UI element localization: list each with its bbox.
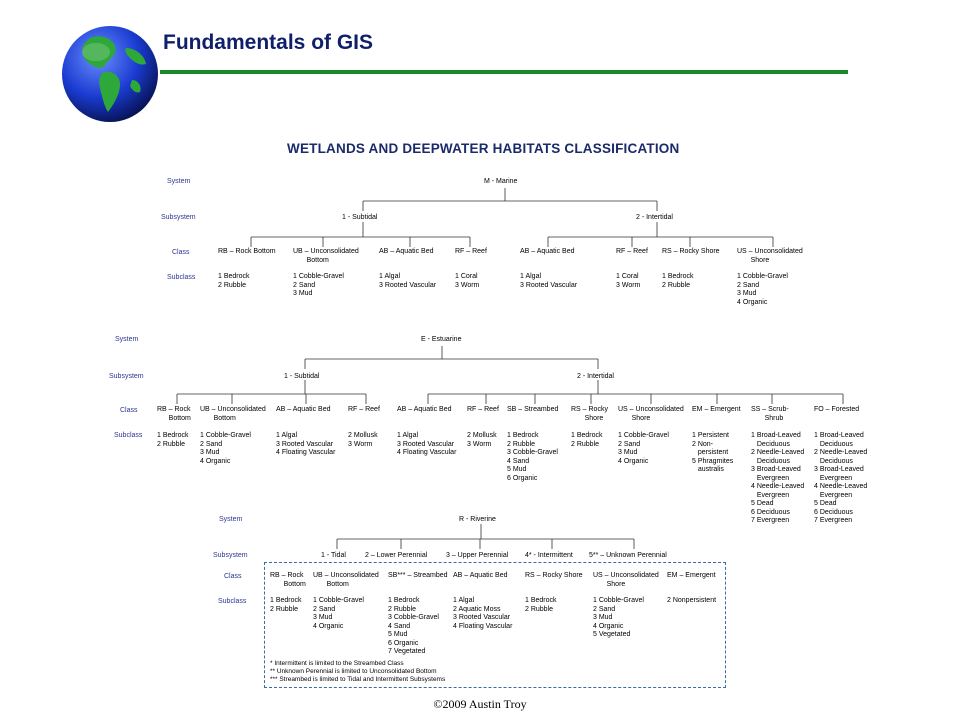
marine-subsystem-label: Subsystem [161,214,196,221]
estuarine-system-node: E - Estuarine [421,336,462,343]
riverine-subsystem-unknown-perennial: 5** – Unknown Perennial [589,552,667,559]
estuarine-subclass-ab-2: 1 Algal 3 Rooted Vascular 4 Floating Vas… [397,432,457,456]
riverine-class-ab: AB – Aquatic Bed [453,572,508,579]
diagram-title: WETLANDS AND DEEPWATER HABITATS CLASSIFI… [287,141,680,156]
marine-subclass-ab-2: 1 Algal 3 Rooted Vascular [520,273,578,289]
marine-class-us: US – Unconsolidated Shore [737,248,803,264]
marine-subclass-ub: 1 Cobble-Gravel 2 Sand 3 Mud [293,273,344,297]
riverine-subclass-em: 2 Nonpersistent [667,597,717,604]
riverine-subsystem-upper-perennial: 3 – Upper Perennial [446,552,509,559]
marine-subclass-ab: 1 Algal 3 Rooted Vascular [379,273,437,289]
riverine-dashed-box [264,562,726,688]
estuarine-subclass-ab: 1 Algal 3 Rooted Vascular 4 Floating Vas… [276,432,336,456]
riverine-subsystem-intermittent: 4* - Intermittent [525,552,573,559]
marine-class-ab: AB – Aquatic Bed [379,248,434,255]
estuarine-subtidal-node: 1 - Subtidal [284,373,320,380]
riverine-subclass-rb: 1 Bedrock 2 Rubble [270,597,302,613]
estuarine-subclass-em: 1 Persistent 2 Non- persistent 5 Phragmi… [692,432,734,473]
marine-subclass-rf: 1 Coral 3 Worm [455,273,480,289]
riverine-subsystem-label: Subsystem [213,552,248,559]
riverine-subclass-sb: 1 Bedrock 2 Rubble 3 Cobble-Gravel 4 San… [388,597,439,655]
riverine-subsystem-lower-perennial: 2 – Lower Perennial [365,552,428,559]
copyright: ©2009 Austin Troy [433,697,527,711]
marine-class-ub: UB – Unconsolidated Bottom [293,248,359,264]
estuarine-subsystem-label: Subsystem [109,373,144,380]
riverine-class-ub: UB – Unconsolidated Bottom [313,572,379,588]
estuarine-class-sb: SB – Streambed [507,406,559,413]
marine-class-rs: RS – Rocky Shore [662,248,720,255]
estuarine-subclass-sb: 1 Bedrock 2 Rubble 3 Cobble-Gravel 4 San… [507,432,558,482]
globe-logo [62,26,158,122]
riverine-system-label: System [219,516,243,523]
estuarine-class-rf: RF – Reef [348,406,380,413]
estuarine-class-ss: SS – Scrub- Shrub [751,406,789,422]
estuarine-class-em: EM – Emergent [692,406,741,413]
estuarine-system-label: System [115,336,139,343]
footnote-intermittent: * Intermittent is limited to the Streamb… [270,660,404,667]
riverine-class-em: EM – Emergent [667,572,716,579]
riverine-subclass-rs: 1 Bedrock 2 Rubble [525,597,557,613]
marine-subclass-rs: 1 Bedrock 2 Rubble [662,273,694,289]
marine-class-ab-2: AB – Aquatic Bed [520,248,575,255]
estuarine-subclass-ss: 1 Broad-Leaved Deciduous 2 Needle-Leaved… [751,432,805,524]
marine-class-label: Class [172,249,190,256]
estuarine-class-rf-2: RF – Reef [467,406,499,413]
riverine-class-sb: SB*** – Streambed [388,572,448,579]
riverine-subclass-ub: 1 Cobble-Gravel 2 Sand 3 Mud 4 Organic [313,597,364,630]
estuarine-class-ab-2: AB – Aquatic Bed [397,406,452,413]
marine-intertidal-node: 2 - Intertidal [636,214,673,221]
estuarine-subclass-ub: 1 Cobble-Gravel 2 Sand 3 Mud 4 Organic [200,432,251,465]
page-title: Fundamentals of GIS [163,31,374,54]
marine-class-rf-2: RF – Reef [616,248,648,255]
marine-class-rf: RF – Reef [455,248,487,255]
estuarine-class-fo: FO – Forested [814,406,860,413]
estuarine-class-ub: UB – Unconsolidated Bottom [200,406,266,422]
estuarine-subclass-fo: 1 Broad-Leaved Deciduous 2 Needle-Leaved… [814,432,868,524]
riverine-class-rs: RS – Rocky Shore [525,572,583,579]
estuarine-subclass-rs: 1 Bedrock 2 Rubble [571,432,603,448]
riverine-subclass-us: 1 Cobble-Gravel 2 Sand 3 Mud 4 Organic 5… [593,597,644,638]
marine-subclass-label: Subclass [167,274,196,281]
estuarine-subclass-us: 1 Cobble-Gravel 2 Sand 3 Mud 4 Organic [618,432,669,465]
riverine-class-rb: RB – Rock Bottom [270,572,306,588]
footnote-unknown-perennial: ** Unknown Perennial is limited to Uncon… [270,668,437,675]
estuarine-class-rs: RS – Rocky Shore [571,406,608,422]
estuarine-intertidal-node: 2 - Intertidal [577,373,614,380]
estuarine-subclass-rb: 1 Bedrock 2 Rubble [157,432,189,448]
marine-subclass-rf-2: 1 Coral 3 Worm [616,273,641,289]
marine-subtidal-node: 1 - Subtidal [342,214,378,221]
riverine-class-label: Class [224,573,242,580]
riverine-system-node: R - Riverine [459,516,496,523]
estuarine-subclass-label: Subclass [114,432,143,439]
riverine-class-us: US – Unconsolidated Shore [593,572,659,588]
marine-subclass-us: 1 Cobble-Gravel 2 Sand 3 Mud 4 Organic [737,273,788,306]
riverine-subsystem-tidal: 1 - Tidal [321,552,346,559]
riverine-footnotes: * Intermittent is limited to the Streamb… [270,660,445,684]
estuarine-class-rb: RB – Rock Bottom [157,406,191,422]
estuarine-subclass-rf-2: 2 Mollusk 3 Worm [467,432,497,448]
estuarine-class-label: Class [120,407,138,414]
marine-subclass-rb: 1 Bedrock 2 Rubble [218,273,250,289]
estuarine-subclass-rf: 2 Mollusk 3 Worm [348,432,378,448]
riverine-subclass-label: Subclass [218,598,247,605]
marine-system-label: System [167,178,191,185]
marine-system-node: M - Marine [484,178,518,185]
title-divider [160,70,848,74]
footnote-streambed: *** Streambed is limited to Tidal and In… [270,676,446,683]
riverine-subclass-ab: 1 Algal 2 Aquatic Moss 3 Rooted Vascular… [453,597,513,630]
marine-class-rb: RB – Rock Bottom [218,248,276,255]
estuarine-class-ab: AB – Aquatic Bed [276,406,331,413]
estuarine-class-us: US – Unconsolidated Shore [618,406,684,422]
